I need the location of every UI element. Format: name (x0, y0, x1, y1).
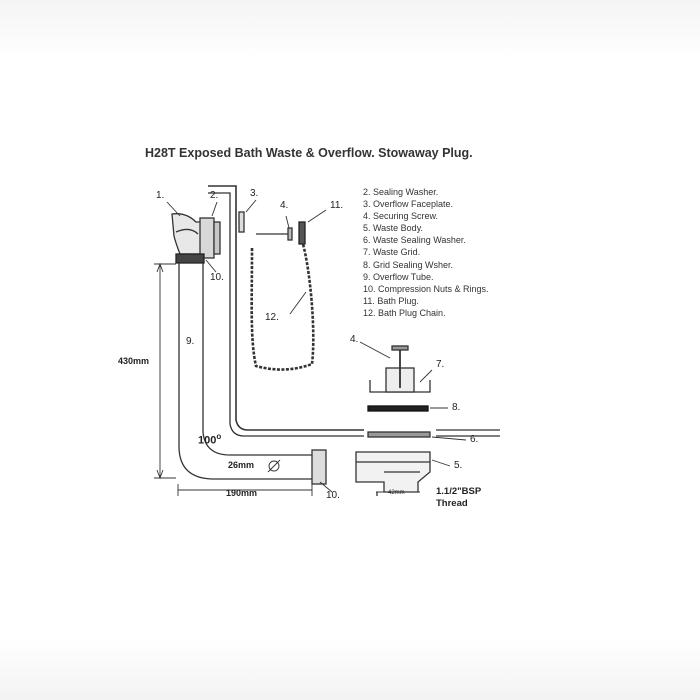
callout-7: 7. (436, 359, 445, 370)
diagram-title: H28T Exposed Bath Waste & Overflow. Stow… (145, 146, 473, 160)
callout-2: 2. (210, 190, 219, 201)
waste-grid (369, 345, 431, 393)
legend-item: 10. Compression Nuts & Rings. (363, 283, 489, 294)
outlet-width-dimension: 42mm (388, 490, 405, 496)
overflow-elbow (171, 213, 221, 264)
parts-legend: 2. Sealing Washer. 3. Overflow Faceplate… (363, 186, 489, 319)
width-dimension: 190mm (226, 488, 258, 498)
diameter-dimension: 26mm (228, 460, 255, 470)
legend-item: 9. Overflow Tube. (363, 271, 434, 282)
angle-value: 100 (198, 434, 217, 447)
callout-10-bottom: 10. (326, 490, 340, 501)
legend-item: 11. Bath Plug. (363, 295, 419, 306)
callout-11: 11. (330, 200, 344, 211)
callout-1: 1. (156, 190, 165, 201)
callout-12: 12. (265, 312, 279, 323)
legend-item: 7. Waste Grid. (363, 247, 421, 258)
compression-nut (311, 449, 327, 485)
grid-sealing-washer (367, 405, 429, 412)
thread-spec-line1: 1.1/2"BSP (436, 486, 482, 497)
height-dimension: 430mm (118, 356, 150, 366)
legend-item: 2. Sealing Washer. (363, 187, 439, 197)
overflow-tube (178, 263, 312, 480)
callout-10-top: 10. (210, 272, 224, 283)
callout-3: 3. (250, 188, 259, 199)
leader-lines (166, 199, 467, 493)
callout-8: 8. (452, 402, 461, 413)
legend-item: 6. Waste Sealing Washer. (363, 235, 466, 246)
dimension-lines (154, 262, 420, 496)
angle-unit: o (216, 432, 222, 441)
bath-outline (208, 185, 500, 437)
callout-6: 6. (470, 434, 479, 445)
thread-spec-line2: Thread (436, 498, 468, 509)
overflow-faceplate (238, 211, 245, 233)
legend-item: 8. Grid Sealing Wsher. (363, 259, 454, 270)
legend-item: 12. Bath Plug Chain. (363, 307, 446, 318)
securing-screw (256, 227, 293, 241)
waste-sealing-washer (367, 431, 431, 438)
bath-plug-chain (250, 243, 315, 371)
callout-4-right: 4. (350, 334, 359, 345)
callout-9: 9. (186, 336, 195, 347)
legend-item: 5. Waste Body. (363, 223, 424, 234)
angle-dimension: 100o (198, 432, 221, 447)
legend-item: 3. Overflow Faceplate. (363, 199, 454, 210)
bath-plug (298, 221, 306, 245)
callout-5: 5. (454, 460, 463, 471)
legend-item: 4. Securing Screw. (363, 211, 439, 222)
callout-4-top: 4. (280, 200, 289, 211)
